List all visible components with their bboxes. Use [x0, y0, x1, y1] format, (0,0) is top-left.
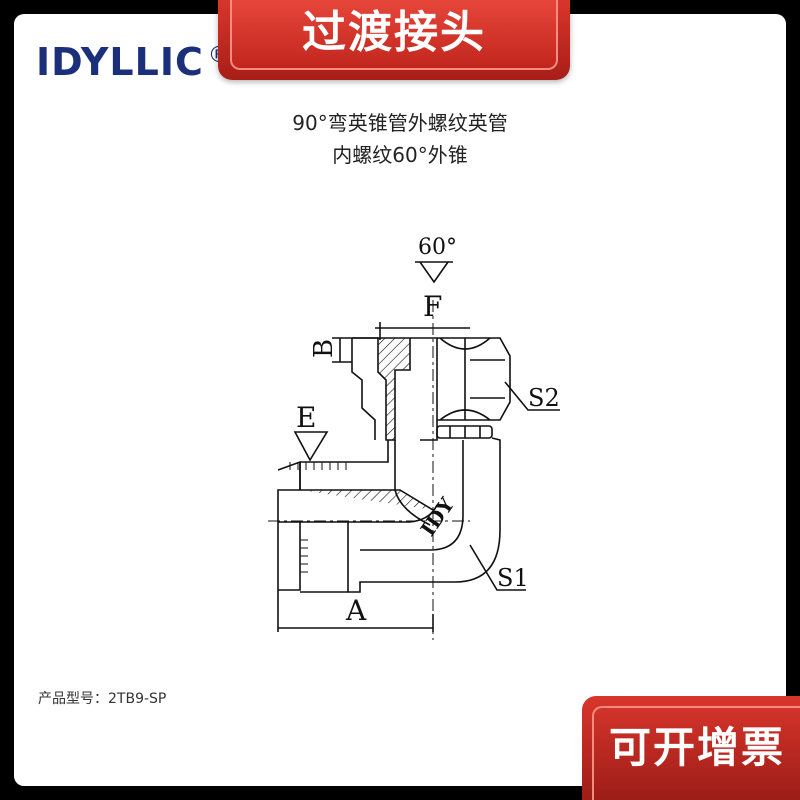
s1-leader — [469, 544, 526, 591]
title-line-1: 90°弯英锥管外螺纹英管 — [292, 111, 508, 135]
brand-logo: IDYLLIC® — [36, 40, 231, 84]
model-label: 产品型号： — [38, 691, 108, 707]
elbow-body — [348, 504, 438, 523]
fitting-drawing: 60° F B E S2 S1 A IDY — [268, 235, 560, 640]
model-line: 产品型号：2TB9-SP — [38, 688, 166, 708]
label-b: B — [309, 339, 339, 358]
e-leader — [293, 431, 329, 462]
angle-label: 60° — [418, 235, 457, 260]
label-a: A — [345, 594, 367, 627]
label-f: F — [423, 290, 442, 323]
product-card: IDYLLIC® 90°弯英锥管外螺纹英管 内螺纹60°外锥 — [14, 14, 786, 786]
cone-angle-mark — [419, 261, 449, 284]
label-e: E — [296, 401, 316, 434]
label-s1: S1 — [497, 564, 529, 592]
watermark-idy: IDY — [416, 493, 460, 541]
logo-text: IDYLLIC — [36, 40, 204, 84]
header-banner: 过渡接头 — [218, 0, 570, 80]
threaded-port — [277, 440, 389, 471]
footer-banner: 可开增票 — [582, 696, 800, 800]
footer-banner-text: 可开增票 — [592, 706, 800, 800]
cone-section — [352, 337, 411, 441]
title-line-2: 内螺纹60°外锥 — [332, 143, 468, 167]
label-s2: S2 — [528, 384, 560, 412]
s2-leader — [504, 381, 560, 411]
model-value: 2TB9-SP — [108, 691, 167, 707]
header-banner-text: 过渡接头 — [230, 0, 558, 70]
